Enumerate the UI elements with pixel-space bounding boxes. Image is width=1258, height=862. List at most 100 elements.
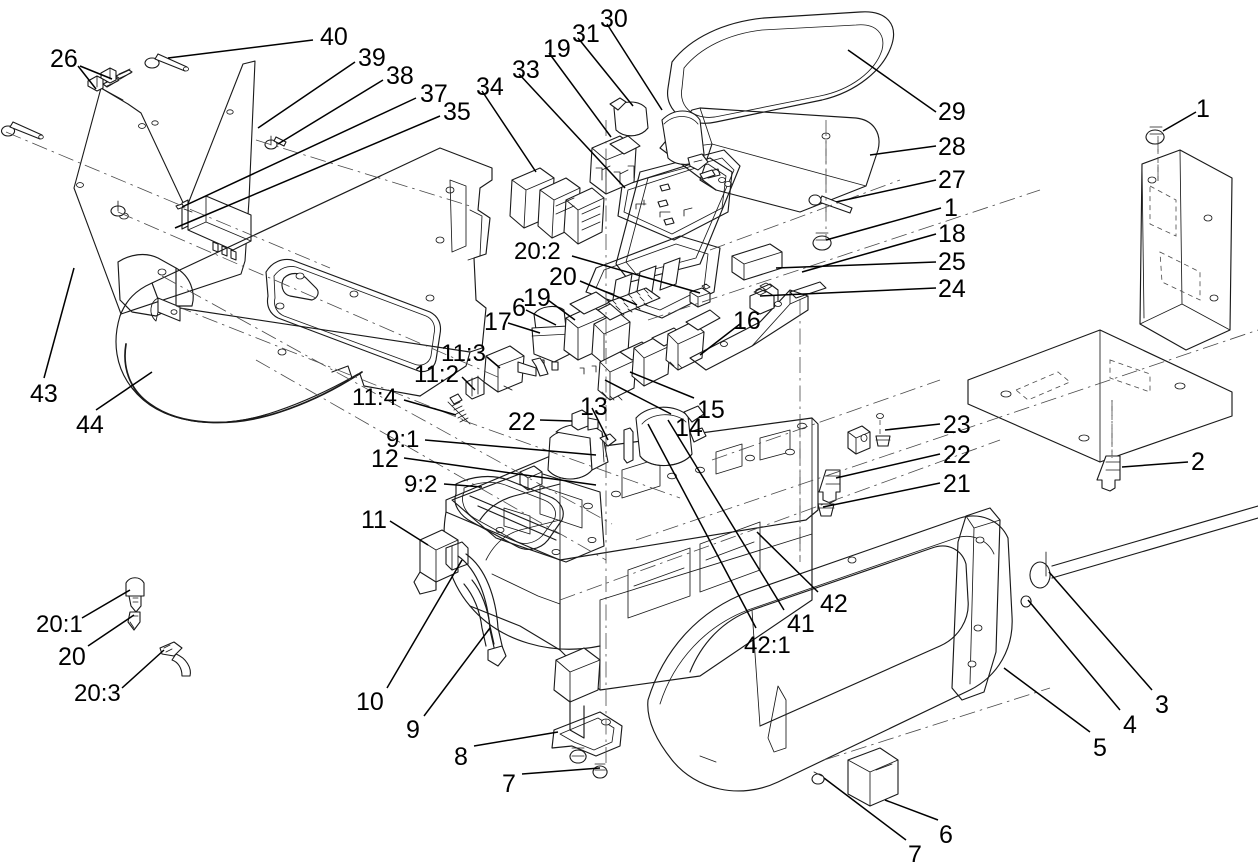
part-choke-group-11 — [413, 345, 564, 667]
callout-label-7: 7 — [908, 841, 922, 862]
part-key-set-20 — [125, 577, 191, 677]
callout-label-18: 18 — [938, 220, 966, 248]
callout-label-12: 12 — [371, 445, 399, 473]
leader-line-33 — [518, 73, 626, 189]
callout-label-22: 22 — [508, 408, 536, 436]
leader-line-39 — [257, 61, 356, 129]
callout-label-39: 39 — [358, 44, 386, 72]
callout-label-16: 16 — [733, 307, 761, 335]
leader-line-22 — [835, 453, 941, 479]
leader-line-17 — [507, 322, 541, 334]
leader-line-13 — [591, 407, 609, 441]
leader-line-38 — [277, 79, 384, 145]
leader-line-26 — [77, 65, 97, 90]
callout-label-14: 14 — [675, 414, 703, 442]
leader-line-6 — [884, 799, 939, 821]
leader-line-25 — [775, 261, 937, 269]
leader-line-6 — [525, 309, 557, 326]
leader-line-24 — [759, 287, 937, 297]
leader-line-5 — [1003, 667, 1091, 733]
leader-line-44 — [95, 371, 153, 411]
part-rod-3-4 — [951, 505, 1258, 701]
leader-line-9 — [423, 627, 491, 717]
leader-line-1 — [825, 207, 942, 241]
leader-line-30 — [606, 23, 663, 111]
callout-label-35: 35 — [443, 98, 471, 126]
leader-line-20 — [87, 614, 135, 647]
callout-label-20: 20 — [58, 643, 86, 671]
callout-label-23: 23 — [943, 411, 971, 439]
callout-label-6: 6 — [939, 821, 953, 849]
leader-line-9-2 — [443, 483, 483, 488]
leader-line-31 — [577, 37, 634, 107]
callout-label-6: 6 — [512, 294, 526, 322]
callout-label-42-1: 42:1 — [744, 632, 791, 659]
leader-line-43 — [43, 267, 75, 379]
callout-label-20-3: 20:3 — [74, 680, 121, 707]
callout-label-7: 7 — [502, 770, 516, 798]
callout-label-17: 17 — [484, 308, 512, 336]
callout-label-29: 29 — [938, 98, 966, 126]
part-seat-pan-28 — [615, 107, 880, 309]
callout-label-28: 28 — [938, 133, 966, 161]
part-shifter-8-9 — [463, 579, 623, 779]
part-hood-panel-40 — [73, 60, 256, 315]
callout-label-11-3: 11:3 — [441, 340, 486, 367]
leader-line-3 — [1048, 571, 1153, 691]
leader-line-11 — [389, 520, 429, 546]
part-switch-cluster — [531, 283, 809, 401]
callout-label-42: 42 — [820, 590, 848, 618]
leader-line-26 — [79, 65, 113, 80]
callout-label-40: 40 — [320, 23, 348, 51]
part-seat-cushion-29 — [667, 11, 894, 124]
callout-label-9: 9 — [406, 716, 420, 744]
leader-line-1 — [1162, 111, 1197, 132]
leader-line-28 — [869, 145, 937, 156]
leader-line-11-2 — [461, 376, 476, 391]
callout-label-41: 41 — [787, 610, 815, 638]
callout-label-2: 2 — [1191, 448, 1205, 476]
leader-line-14 — [604, 379, 672, 415]
callout-label-11: 11 — [361, 506, 387, 534]
callout-label-8: 8 — [454, 743, 468, 771]
callout-label-26: 26 — [50, 45, 78, 73]
callout-label-43: 43 — [30, 380, 58, 408]
callout-label-30: 30 — [600, 5, 628, 33]
callout-label-24: 24 — [938, 275, 966, 303]
leader-line-40 — [167, 39, 314, 59]
callout-leader-lines — [43, 23, 1197, 841]
leader-line-20-3 — [121, 649, 165, 689]
leader-line-20 — [579, 280, 638, 306]
callout-label-1: 1 — [944, 194, 958, 222]
callout-label-9-2: 9:2 — [404, 471, 438, 498]
callout-label-33: 33 — [512, 56, 540, 84]
leader-line-20-1 — [81, 589, 131, 619]
leader-line-15 — [629, 371, 695, 399]
part-right-bracket-panel — [967, 126, 1233, 492]
assembly-centerlines — [5, 120, 1258, 772]
callout-label-20-2: 20:2 — [514, 238, 561, 265]
part-right-fender-5 — [647, 515, 1013, 807]
part-lamp-13 — [547, 405, 707, 480]
callout-label-3: 3 — [1155, 691, 1169, 719]
leader-line-23 — [884, 423, 941, 431]
callout-label-38: 38 — [386, 62, 414, 90]
callout-label-44: 44 — [76, 411, 104, 439]
callout-label-4: 4 — [1123, 711, 1137, 739]
leader-line-27 — [835, 179, 937, 203]
leader-line-29 — [847, 49, 937, 113]
callout-label-20-1: 20:1 — [36, 611, 83, 638]
leader-line-35 — [174, 115, 441, 229]
leader-line-16 — [699, 323, 741, 356]
leader-line-19 — [548, 52, 612, 138]
callout-label-11-2: 11:2 — [414, 361, 459, 388]
leader-line-11-4 — [403, 399, 457, 416]
callout-label-22: 22 — [943, 441, 971, 469]
callout-label-13: 13 — [580, 393, 608, 421]
leader-line-8 — [473, 731, 559, 747]
part-console-body-44 — [115, 147, 493, 424]
leader-line-12 — [403, 457, 597, 486]
callout-label-31: 31 — [572, 20, 600, 48]
leader-line-20-2 — [571, 255, 701, 294]
